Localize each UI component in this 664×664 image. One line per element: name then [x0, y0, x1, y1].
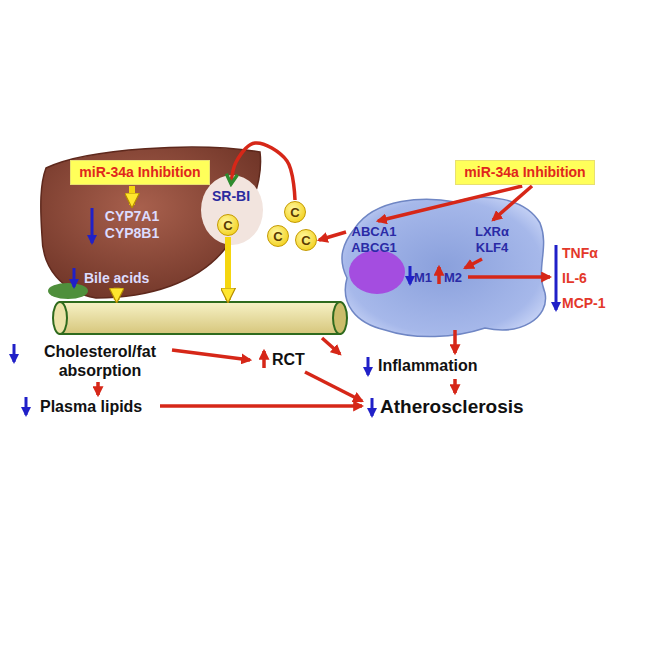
node-text: Cholesterol/fat absorption [25, 342, 175, 380]
treatment-box: miR-34a Inhibition [70, 160, 210, 185]
node-text: C [290, 206, 299, 219]
liver-highlight [201, 175, 263, 245]
node-text: LXRα KLF4 [466, 224, 518, 255]
liver-outline [41, 147, 261, 298]
nucleus [349, 250, 405, 294]
flow-arrow [172, 350, 250, 360]
down-arrow [91, 208, 94, 243]
label-text: MCP-1 [562, 295, 606, 312]
node-text: C [223, 219, 232, 232]
label-text: IL-6 [562, 270, 587, 287]
flow-arrow [322, 338, 340, 354]
label-text: Inflammation [378, 356, 478, 375]
down-arrow [367, 357, 370, 375]
connector-arrow [129, 186, 135, 205]
down-arrow [371, 398, 374, 416]
label-text: Atherosclerosis [380, 396, 524, 419]
cell-shape [335, 188, 550, 340]
liver: CYP7A1 CYP8B1Bile acids SR-BI C [38, 140, 263, 300]
cholesterol-circle: C [295, 229, 317, 251]
node-text: ABCA1 ABCG1 [348, 224, 400, 255]
node-text: CYP7A1 CYP8B1 [100, 208, 164, 242]
label-text: RCT [272, 350, 305, 369]
down-arrow [73, 268, 76, 287]
macrophage: ABCA1 ABCG1 LXRα KLF4M1 M2 [335, 188, 550, 340]
tube-end [53, 302, 67, 334]
down-arrow [13, 344, 16, 362]
node-text: Bile acids [84, 270, 149, 287]
intestine: Cholesterol/fat absorption [20, 298, 350, 383]
node-text: C [301, 234, 310, 247]
cholesterol-circle: C [284, 201, 306, 223]
treatment-box: miR-34a Inhibition [455, 160, 595, 185]
connector-arrow [225, 237, 231, 300]
flow-arrow [305, 372, 362, 401]
node-text: M2 [444, 270, 462, 286]
node-text: miR-34a Inhibition [464, 164, 585, 181]
connector-arrow [114, 288, 120, 300]
node-text: M1 [414, 270, 432, 286]
node-text: SR-BI [212, 188, 250, 205]
label-text: TNFα [562, 245, 598, 262]
flow-arrow [453, 330, 457, 353]
flow-arrow [468, 275, 550, 279]
cholesterol-circle: C [217, 214, 239, 236]
label-text: Plasma lipids [40, 397, 142, 416]
flow-arrow [160, 404, 362, 408]
down-arrow [25, 397, 28, 415]
cholesterol-circle: C [267, 225, 289, 247]
intestine-tube [60, 302, 340, 334]
node-text: miR-34a Inhibition [79, 164, 200, 181]
gallbladder [48, 283, 88, 299]
connector-arrow [319, 232, 346, 240]
node-text: C [273, 230, 282, 243]
down-arrow [555, 245, 558, 310]
flow-arrow [453, 379, 457, 393]
up-arrow [262, 351, 266, 368]
down-arrow [409, 266, 412, 284]
macrophage-outline [342, 197, 546, 336]
flow-arrow [96, 382, 100, 395]
up-arrow [437, 267, 441, 284]
tube-end [333, 302, 347, 334]
